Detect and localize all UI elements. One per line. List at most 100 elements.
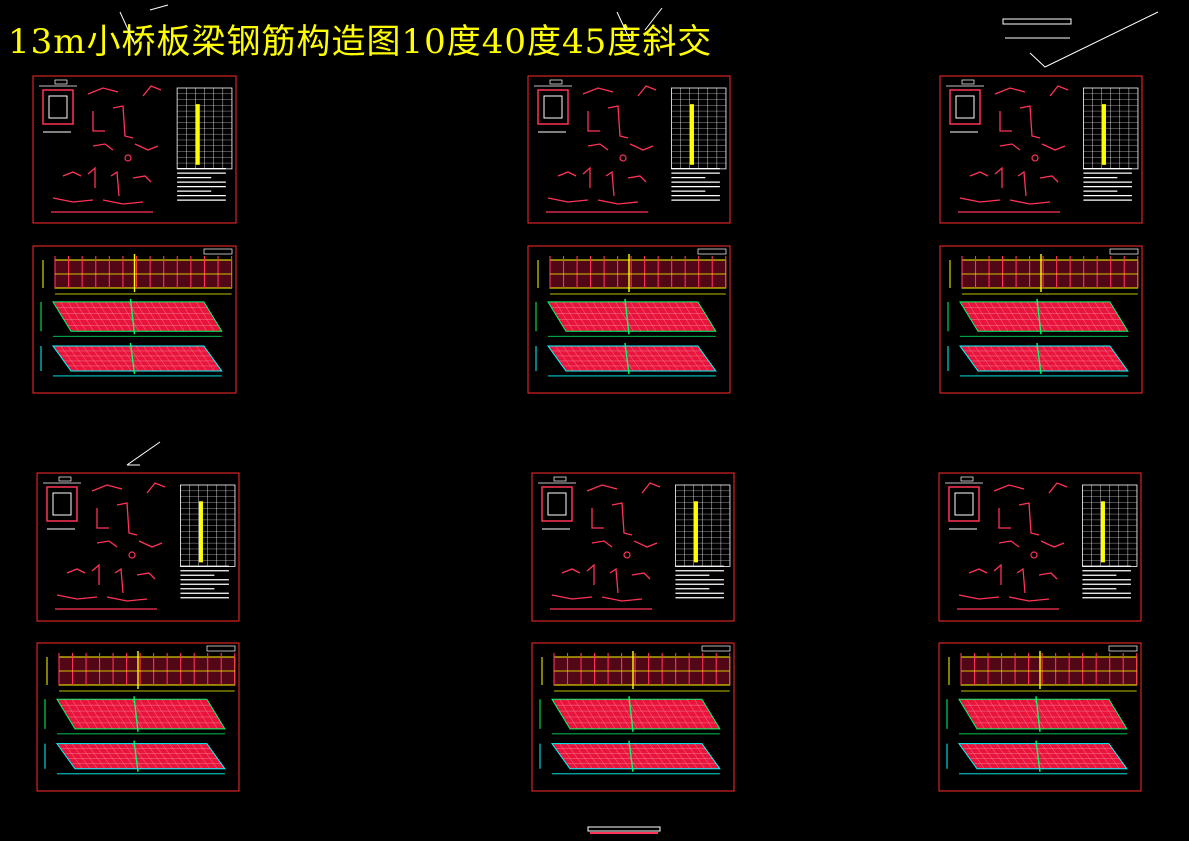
transverse-bar [1078, 743, 1098, 769]
transverse-bar [158, 345, 177, 372]
transverse-bar [169, 743, 188, 769]
rebar-shape [96, 540, 118, 548]
leader-line [644, 7, 663, 31]
rebar-shape [993, 563, 1002, 585]
rebar-shape [637, 85, 657, 97]
plate-centerline [624, 342, 630, 375]
plate-centerline [1035, 696, 1041, 732]
transverse-bar [682, 301, 702, 332]
transverse-bar [1041, 743, 1060, 769]
rebar-shape [102, 199, 144, 205]
transverse-bar [1048, 699, 1068, 729]
transverse-bar [989, 345, 1009, 372]
transverse-bar [154, 699, 173, 729]
transverse-bar [165, 301, 185, 332]
transverse-bar [116, 699, 136, 729]
plate-centerline [628, 740, 634, 772]
transverse-bar [645, 301, 664, 332]
transverse-bar [94, 743, 113, 769]
plate-centerline [1035, 740, 1041, 772]
transverse-bar [94, 699, 113, 729]
plate-centerline [133, 740, 139, 772]
rebar-shape [609, 567, 619, 594]
transverse-bar [113, 345, 132, 372]
rebar-shape [998, 508, 1011, 529]
transverse-bar [1093, 699, 1113, 729]
rebar-shape [1049, 85, 1069, 97]
transverse-bar [574, 743, 593, 769]
transverse-bar [637, 301, 657, 332]
transverse-bar [120, 301, 140, 332]
transverse-bar [966, 743, 985, 769]
transverse-bar [176, 699, 196, 729]
plate-centerline [129, 342, 136, 375]
rebar-shape [1009, 199, 1051, 205]
transverse-bar [1004, 301, 1024, 332]
rebar-shape [136, 572, 156, 580]
rebar-shape [633, 540, 658, 548]
stray-leader-lines [119, 4, 663, 466]
sheet-title-tag [1109, 248, 1139, 255]
transverse-bar [649, 743, 668, 769]
rebar-shape [994, 87, 1026, 95]
rebar-hook [1031, 154, 1039, 162]
transverse-bar [615, 345, 634, 372]
rebar-shape [607, 105, 629, 139]
rebar-shape [557, 171, 577, 177]
transverse-bar [191, 743, 211, 769]
rebar-shape [1038, 572, 1058, 580]
drawing-set-4 [36, 472, 240, 792]
transverse-bar [997, 345, 1016, 372]
transverse-bar [98, 301, 117, 332]
transverse-bar [570, 345, 589, 372]
transverse-bar [1042, 345, 1061, 372]
transverse-bar [67, 345, 87, 372]
sheet-border [32, 245, 237, 394]
rebar-shape [1040, 540, 1065, 548]
transverse-bar [988, 699, 1008, 729]
transverse-bar [82, 301, 102, 332]
transverse-bar [1102, 301, 1121, 332]
box-section [948, 486, 980, 522]
transverse-bar [1094, 301, 1114, 332]
transverse-bar [600, 345, 619, 372]
transverse-bar [562, 345, 582, 372]
rebar-shape [969, 171, 989, 177]
transverse-bar [1026, 743, 1045, 769]
transverse-bar [1071, 699, 1090, 729]
rebar-shape [132, 175, 152, 183]
transverse-bar [555, 345, 574, 372]
box-void [52, 492, 72, 516]
transverse-bar [607, 301, 627, 332]
transverse-bar [60, 345, 79, 372]
rebar-shape [138, 540, 163, 548]
rebar-plan-sheet [939, 245, 1143, 394]
rebar-shape [146, 482, 166, 494]
rebar-plan-sheet [531, 642, 735, 792]
rebar-shape [605, 170, 615, 197]
transverse-bar [982, 345, 1001, 372]
transverse-bar [1086, 699, 1105, 729]
transverse-bar [1087, 345, 1106, 372]
title-block-stub [1002, 11, 1159, 68]
transverse-bar [90, 345, 109, 372]
leader-line [1029, 11, 1159, 68]
sheet-title-tag [203, 248, 233, 255]
sheet-border [32, 75, 237, 224]
transverse-bar [1094, 345, 1114, 372]
transverse-bar [996, 699, 1015, 729]
transverse-bar [1027, 345, 1046, 372]
sheet-border [36, 642, 240, 792]
sheet-border [938, 642, 1142, 792]
leader-line [149, 4, 169, 11]
transverse-bar [1056, 699, 1075, 729]
plate-centerline [133, 696, 139, 732]
transverse-bar [1056, 743, 1075, 769]
rebar-shape [586, 563, 595, 585]
transverse-bar [135, 345, 155, 372]
transverse-bar [585, 345, 604, 372]
rebar-hook [619, 154, 627, 162]
transverse-bar [585, 301, 604, 332]
rebar-shape [582, 87, 614, 95]
